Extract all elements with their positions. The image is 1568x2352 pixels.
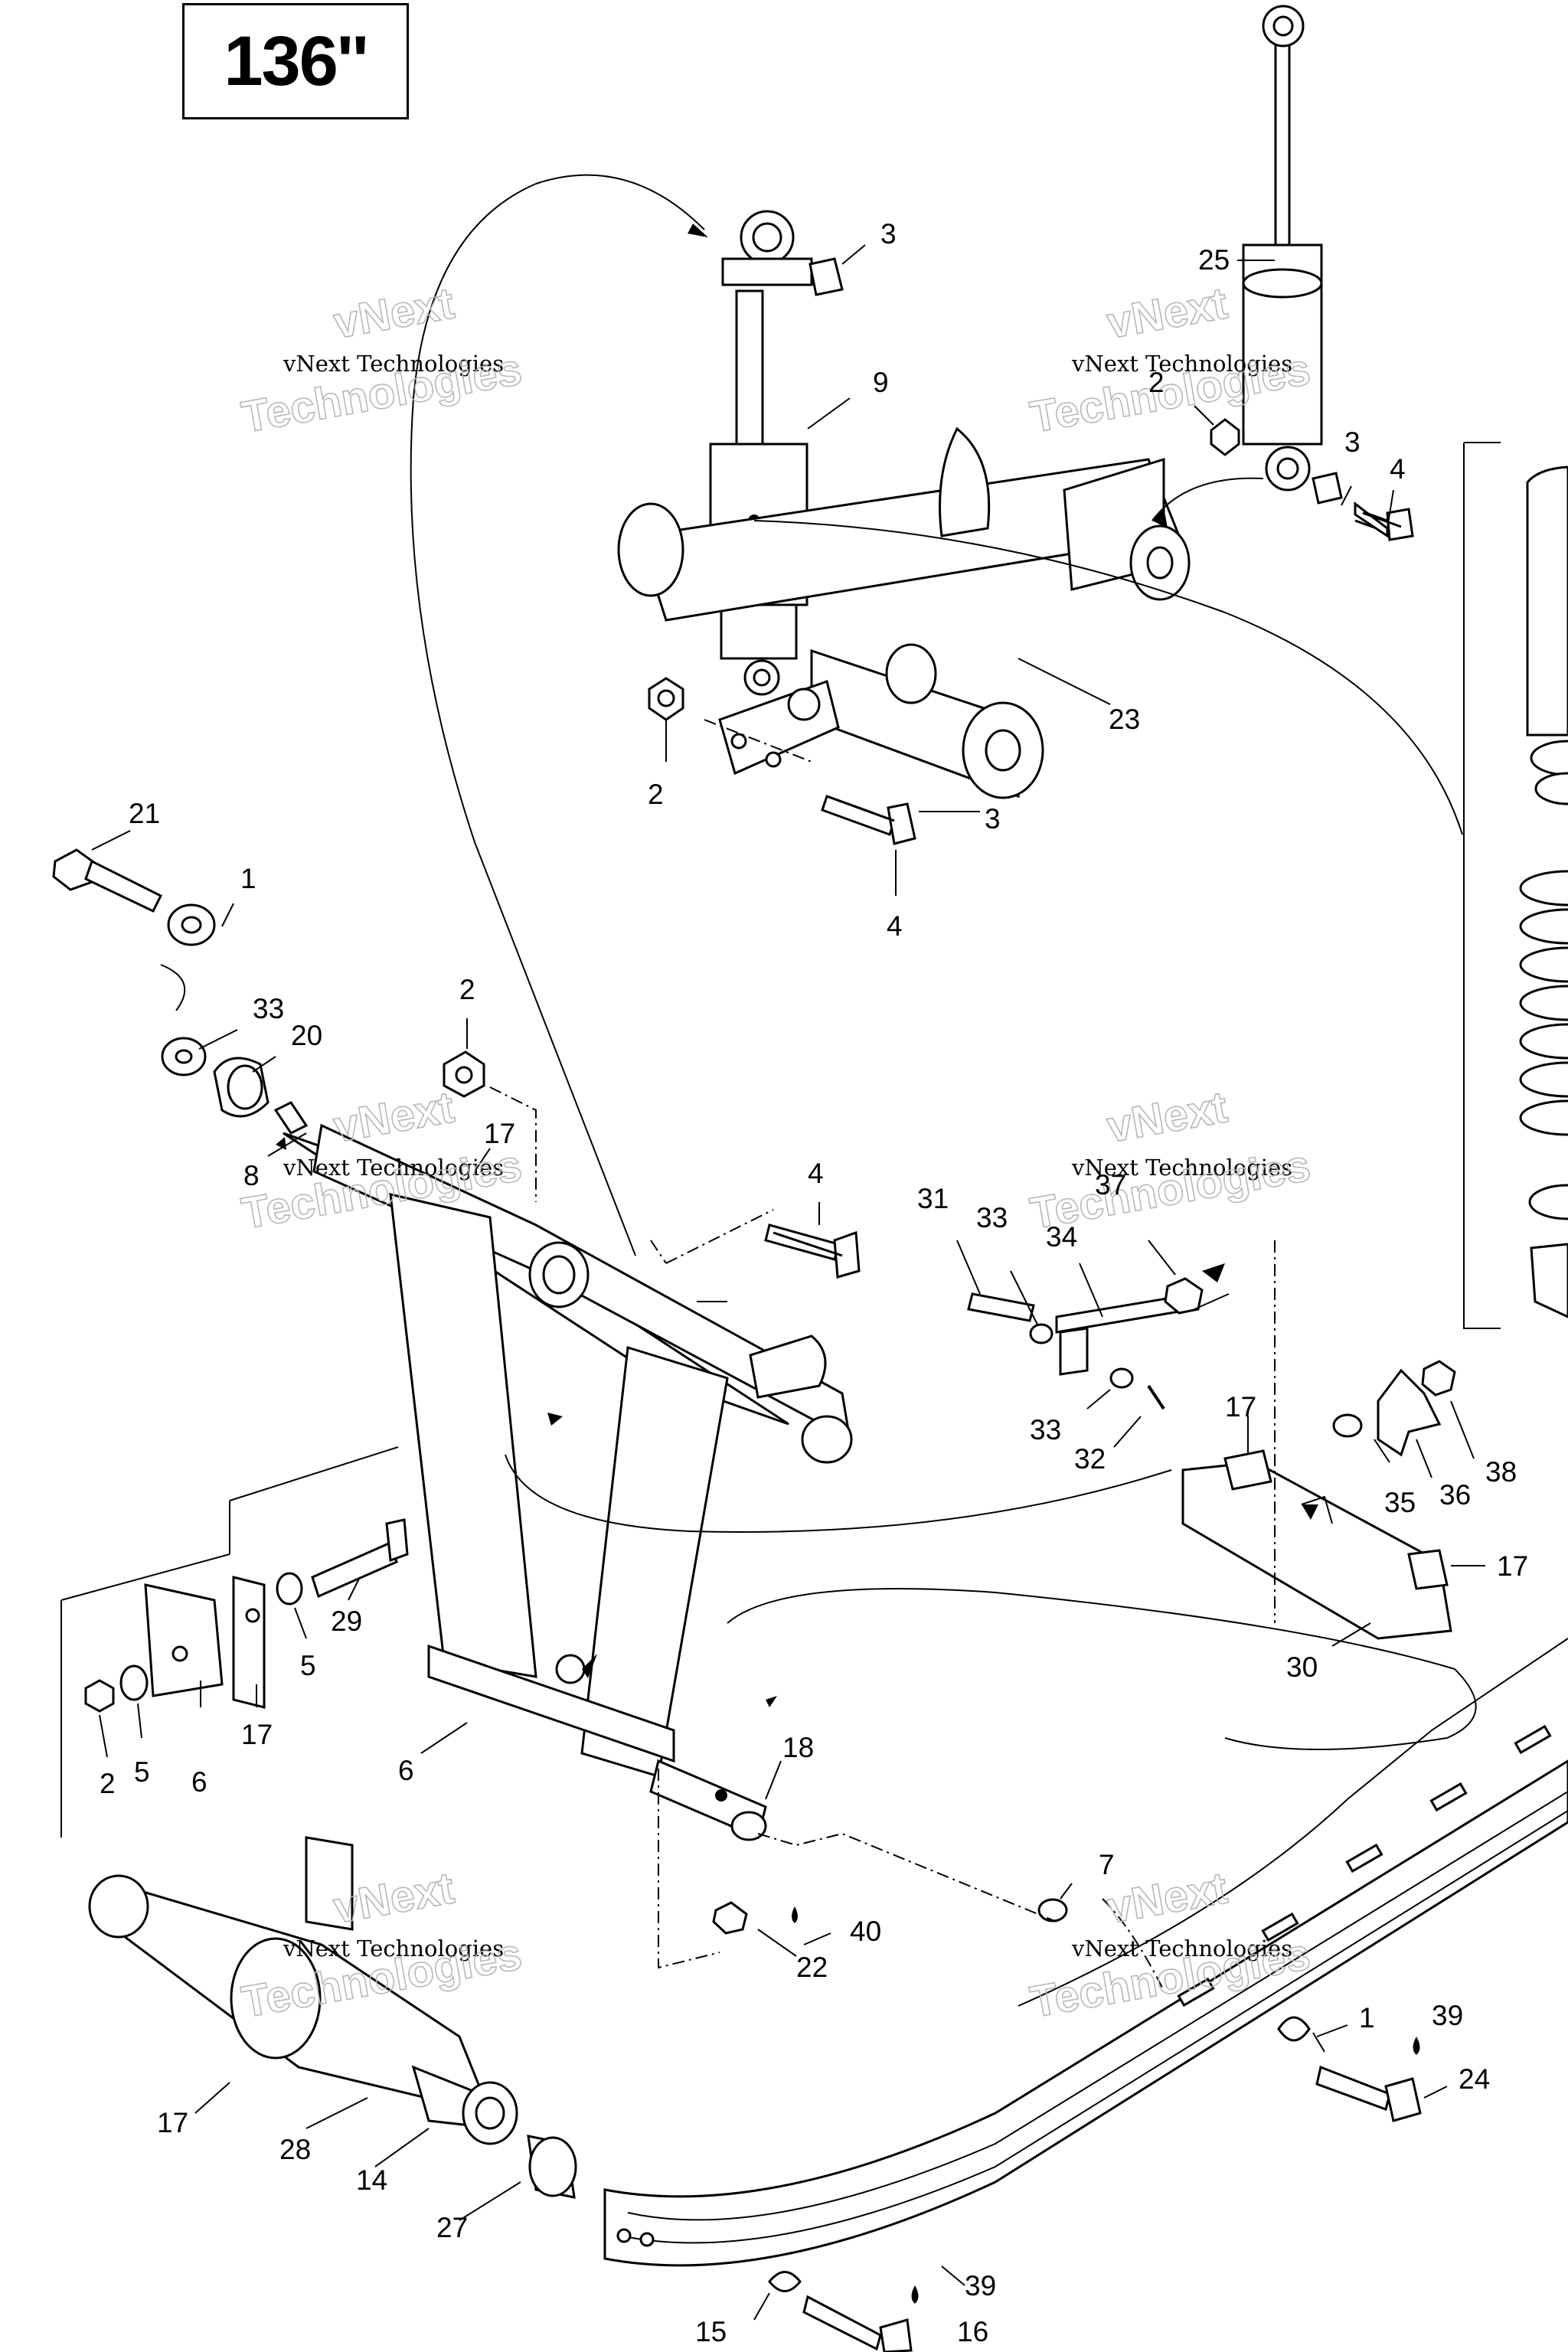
- diagram-size-label: 136'': [182, 3, 409, 119]
- callout: 6: [191, 1766, 207, 1798]
- callout: 36: [1439, 1479, 1471, 1511]
- callout: 8: [243, 1160, 260, 1191]
- callout: 31: [917, 1183, 949, 1214]
- svg-text:vNext Technologies: vNext Technologies: [1071, 1936, 1292, 1962]
- callout: 32: [1074, 1443, 1106, 1475]
- callout: 40: [850, 1916, 881, 1947]
- callout: 2: [459, 974, 475, 1005]
- callout: 27: [436, 2212, 468, 2243]
- callout: 2: [100, 1768, 116, 1799]
- svg-text:vNext Technologies: vNext Technologies: [283, 1155, 504, 1181]
- callout: 33: [1030, 1414, 1061, 1446]
- callout: 4: [1390, 453, 1406, 485]
- shock-absorber-9: [694, 210, 823, 696]
- callout: 14: [356, 2164, 387, 2196]
- cross-shaft-23: [617, 426, 1191, 799]
- callout: 1: [240, 863, 256, 894]
- slider-bracket-30: [1181, 1240, 1452, 1640]
- callout: 39: [965, 2270, 996, 2301]
- svg-text:vNext Technologies: vNext Technologies: [283, 351, 504, 377]
- callout: 9: [873, 367, 889, 398]
- callout: 16: [957, 2316, 988, 2347]
- svg-text:vNext: vNext: [330, 278, 458, 348]
- bolts: [773, 511, 1402, 1257]
- callout: 22: [796, 1952, 828, 1983]
- bracket-hardware-right: [967, 1277, 1456, 1457]
- hardware-parts-left: [52, 848, 861, 1279]
- callout-labels: 3 9 25 2 3 4 23 2 3 4 21 1 2 33 20 8 17 …: [100, 218, 1528, 2347]
- svg-text:vNext Technologies: vNext Technologies: [1071, 351, 1292, 377]
- leader-lines: [91, 244, 1485, 2321]
- callout: 35: [1384, 1487, 1416, 1518]
- callout: 5: [300, 1650, 316, 1681]
- lower-shaft-assembly: [88, 1836, 577, 2199]
- callout: 2: [1148, 367, 1165, 398]
- callout: 28: [279, 2134, 311, 2165]
- callout: 20: [291, 1020, 322, 1051]
- callout: 29: [331, 1606, 362, 1637]
- slide-rail: [603, 1638, 1568, 2267]
- arrows: [276, 224, 1318, 1707]
- connection-lines: [160, 174, 1477, 1991]
- callout: 25: [1198, 244, 1230, 276]
- callout: 3: [985, 803, 1001, 835]
- callout: 30: [1286, 1651, 1318, 1683]
- callout: 17: [1497, 1550, 1528, 1582]
- callout: 21: [129, 798, 160, 829]
- callout: 37: [1095, 1169, 1126, 1200]
- svg-text:vNext Technologies: vNext Technologies: [283, 1936, 504, 1962]
- hardware-parts-top: [648, 257, 1414, 845]
- callout: 34: [1046, 1221, 1077, 1253]
- callout: 38: [1485, 1456, 1517, 1488]
- callout: 5: [134, 1756, 150, 1788]
- callout: 6: [398, 1755, 414, 1786]
- swing-arm-assembly: [273, 1101, 853, 1841]
- callout: 18: [782, 1732, 814, 1763]
- callout: 4: [808, 1158, 824, 1189]
- callout: 17: [1225, 1391, 1256, 1423]
- callout: 3: [1344, 426, 1361, 458]
- svg-text:vNext: vNext: [1103, 278, 1231, 348]
- callout: 24: [1459, 2063, 1490, 2095]
- callout: 17: [241, 1719, 273, 1750]
- callout: 2: [648, 779, 664, 810]
- callout: 17: [484, 1118, 515, 1149]
- callout: 33: [976, 1202, 1008, 1233]
- shock-absorber-25: [1242, 5, 1323, 492]
- callout: 1: [1359, 2002, 1375, 2034]
- oil-drop-icon: [792, 1906, 1420, 2304]
- lower-hardware: [712, 1898, 1422, 2352]
- callout: 17: [157, 2107, 188, 2138]
- callout: 39: [1432, 2000, 1463, 2031]
- callout: 33: [253, 993, 284, 1024]
- svg-text:vNext: vNext: [1103, 1863, 1231, 1932]
- side-plate-parts: [60, 1446, 409, 1838]
- callout: 3: [880, 218, 897, 250]
- spring-shock-assembly: [1463, 442, 1568, 1329]
- svg-text:vNext Technologies: vNext Technologies: [1071, 1155, 1292, 1181]
- svg-text:vNext: vNext: [1103, 1082, 1231, 1152]
- callout: 23: [1109, 704, 1140, 735]
- svg-text:vNext: vNext: [330, 1082, 458, 1152]
- callout: 7: [1099, 1849, 1115, 1880]
- callout: 4: [887, 910, 903, 942]
- callout: 15: [695, 2316, 727, 2347]
